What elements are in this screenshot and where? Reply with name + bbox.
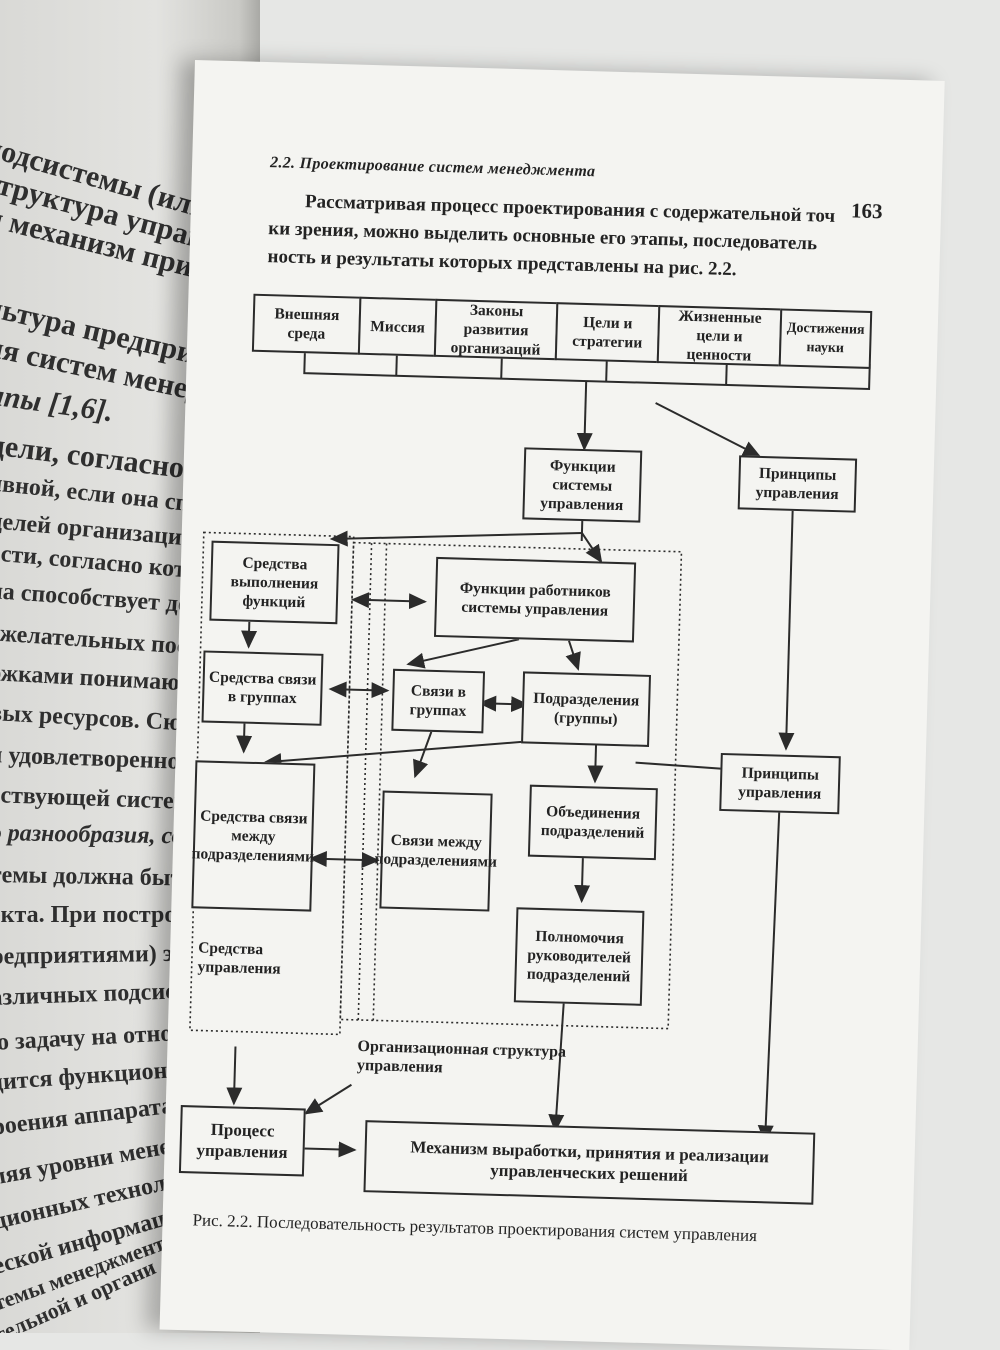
top-box-mission: Миссия [357, 296, 438, 357]
management-design-diagram: Внешняя среда Миссия Законы развития орг… [160, 60, 945, 1350]
box-principles-mid: Принципы управления [719, 752, 841, 815]
box-principles-top: Принципы управления [737, 455, 858, 513]
right-page: 2.2. Проектирование систем менеджмента 1… [159, 60, 945, 1350]
top-box-goals: Цели и стратегии [554, 302, 661, 364]
box-authority: Полномочия руководителей подразделений [513, 907, 645, 1006]
box-mechanism: Механизм выработки, принятия и реализаци… [363, 1120, 816, 1205]
box-process: Процесс управления [178, 1105, 306, 1177]
label-means-management: Средства управления [197, 939, 281, 978]
top-box-laws: Законы развития организаций [433, 298, 559, 361]
box-functions: Функции системы управления [522, 447, 643, 523]
box-worker-functions: Функции работников системы управления [433, 556, 637, 643]
box-means-groups: Средства связи в группах [201, 650, 324, 726]
box-subdivisions: Подразделения (группы) [521, 671, 652, 747]
box-links-groups: Связи в группах [391, 668, 486, 734]
top-box-external-env: Внешняя среда [251, 293, 362, 355]
box-means-between: Средства связи между подразделениями [191, 760, 316, 912]
box-links-between: Связи между подразделениями [374, 790, 497, 912]
box-unions: Объединения подразделений [527, 784, 658, 861]
top-box-science: Достижения науки [778, 308, 873, 369]
diagram-connectors [189, 348, 871, 1158]
label-org-structure: Организационная структура управления [356, 1037, 567, 1077]
box-means-execution: Средства выполнения функций [209, 540, 340, 625]
top-box-life-values: Жизненные цели и ценности [656, 305, 783, 367]
